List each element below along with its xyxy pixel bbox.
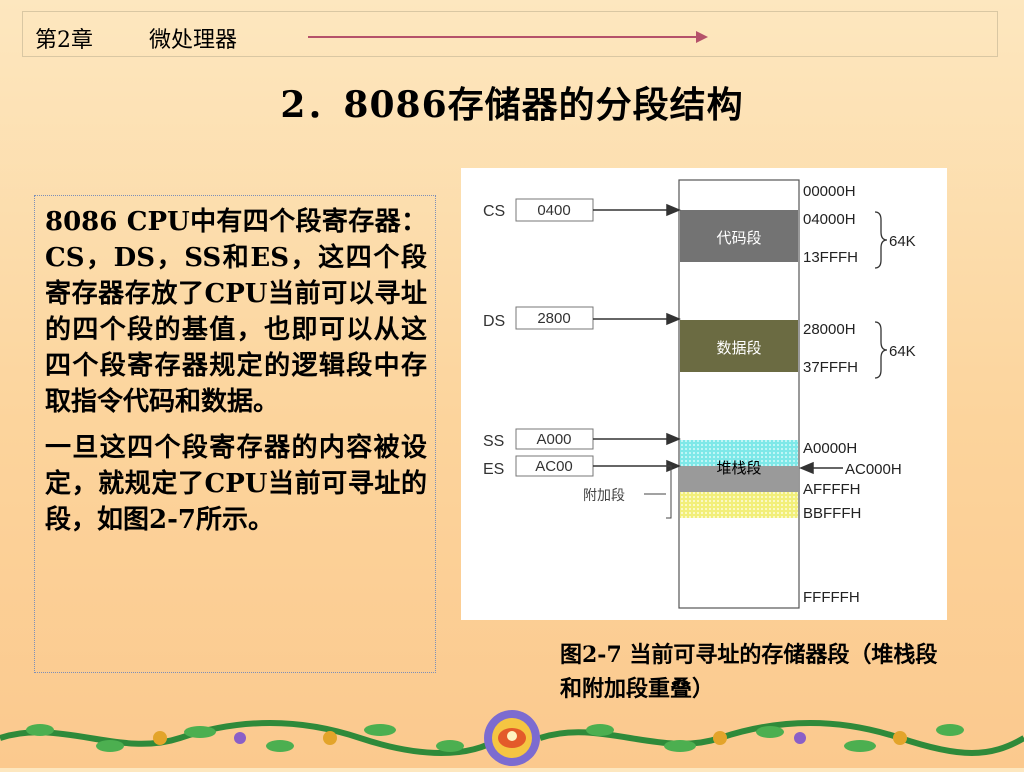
- code-segment-label: 代码段: [716, 230, 761, 247]
- center-flower-icon: [484, 710, 540, 766]
- data-segment-label: 数据段: [716, 340, 761, 357]
- overlap-block: [680, 466, 798, 492]
- figure-caption: 图2-7 当前可寻址的存储器段（堆栈段和附加段重叠）: [560, 642, 938, 702]
- svg-text:FFFFFH: FFFFFH: [803, 589, 860, 606]
- svg-text:AC000H: AC000H: [845, 461, 902, 478]
- decorative-vine-border: [0, 708, 1024, 768]
- diagram-svg: 代码段 数据段 堆栈段 CS 0400 DS 2800 SS A000 ES A…: [483, 179, 916, 609]
- header-arrow-line: [308, 36, 698, 38]
- ac000h-arrow: [799, 461, 843, 475]
- body-paragraph-2: 一旦这四个段寄存器的内容被设定，就规定了CPU当前可寻址的段，如图2-7所示。: [45, 433, 427, 535]
- stack-segment-label: 堆栈段: [716, 460, 761, 477]
- svg-text:37FFFH: 37FFFH: [803, 359, 858, 376]
- svg-text:AFFFFH: AFFFFH: [803, 481, 861, 498]
- data-segment-block: [680, 320, 798, 372]
- chapter-header: 第2章 微处理器: [22, 11, 998, 57]
- stack-segment-block: [680, 440, 798, 466]
- svg-text:04000H: 04000H: [803, 211, 856, 228]
- chapter-number: 第2章: [35, 28, 93, 53]
- ss-register-value: A000: [536, 431, 571, 448]
- ss-register-label: SS: [483, 433, 504, 450]
- body-text-box: 8086 CPU中有四个段寄存器：CS，DS，SS和ES，这四个段寄存器存放了C…: [34, 195, 436, 673]
- extra-segment-block: [680, 492, 798, 518]
- data-size-label: 64K: [889, 343, 916, 360]
- memory-segment-diagram: 代码段 数据段 堆栈段 CS 0400 DS 2800 SS A000 ES A…: [461, 168, 947, 620]
- cs-register-label: CS: [483, 203, 505, 220]
- code-segment-block: [680, 210, 798, 262]
- code-size-label: 64K: [889, 233, 916, 250]
- svg-text:A0000H: A0000H: [803, 440, 857, 457]
- chapter-title: 微处理器: [149, 28, 238, 53]
- slide-title: 2．8086存储器的分段结构: [280, 84, 744, 126]
- register-arrows: [593, 203, 681, 473]
- extra-segment-label: 附加段: [583, 487, 625, 503]
- svg-text:28000H: 28000H: [803, 321, 856, 338]
- ds-register-value: 2800: [537, 310, 570, 327]
- es-register-value: AC00: [535, 458, 573, 475]
- header-arrow-icon: [696, 31, 708, 43]
- code-brace: [874, 211, 888, 269]
- body-paragraph-1: 8086 CPU中有四个段寄存器：CS，DS，SS和ES，这四个段寄存器存放了C…: [45, 207, 427, 417]
- ds-register-box: [515, 306, 594, 330]
- data-brace: [874, 321, 888, 379]
- svg-text:BBFFFH: BBFFFH: [803, 505, 861, 522]
- es-register-label: ES: [483, 461, 504, 478]
- svg-text:13FFFH: 13FFFH: [803, 249, 858, 266]
- extra-segment-bracket: [666, 465, 672, 519]
- ds-register-label: DS: [483, 313, 505, 330]
- address-labels: 00000H 04000H 13FFFH 28000H 37FFFH A0000…: [803, 183, 902, 606]
- cs-register-value: 0400: [537, 202, 570, 219]
- svg-text:00000H: 00000H: [803, 183, 856, 200]
